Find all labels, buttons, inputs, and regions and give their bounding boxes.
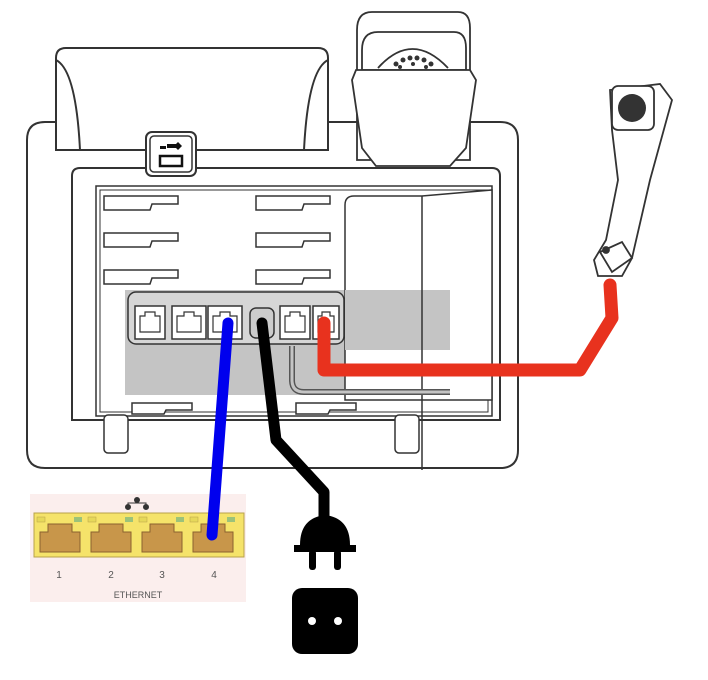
usb-icon (158, 142, 184, 168)
handset-speaker-grille (618, 94, 646, 122)
handset-cable (317, 278, 619, 377)
handset-cradle (351, 11, 477, 167)
switch-port-label-2: 2 (108, 570, 114, 581)
handset (593, 83, 673, 277)
switch-port-label-4: 4 (211, 570, 217, 581)
phone-foot-left (103, 414, 129, 454)
phone-stand (55, 47, 329, 152)
network-icon (125, 497, 149, 510)
power-cable (256, 317, 330, 526)
switch-port-label-3: 3 (159, 570, 165, 581)
switch-port-2[interactable] (90, 523, 132, 553)
switch-port-label-1: 1 (56, 570, 62, 581)
power-socket-icon (292, 588, 358, 654)
ethernet-cable (206, 317, 234, 541)
phone-port-bar (127, 291, 345, 345)
switch-port-1[interactable] (39, 523, 81, 553)
usb-port (145, 131, 197, 177)
vent-slots (103, 195, 357, 415)
ethernet-switch: 1 2 3 4 ETHERNET (30, 494, 246, 602)
switch-port-3[interactable] (141, 523, 183, 553)
power-plug-icon (294, 515, 356, 570)
switch-label: ETHERNET (114, 590, 163, 600)
phone-foot-right (394, 414, 420, 454)
speaker-grille (393, 55, 434, 69)
